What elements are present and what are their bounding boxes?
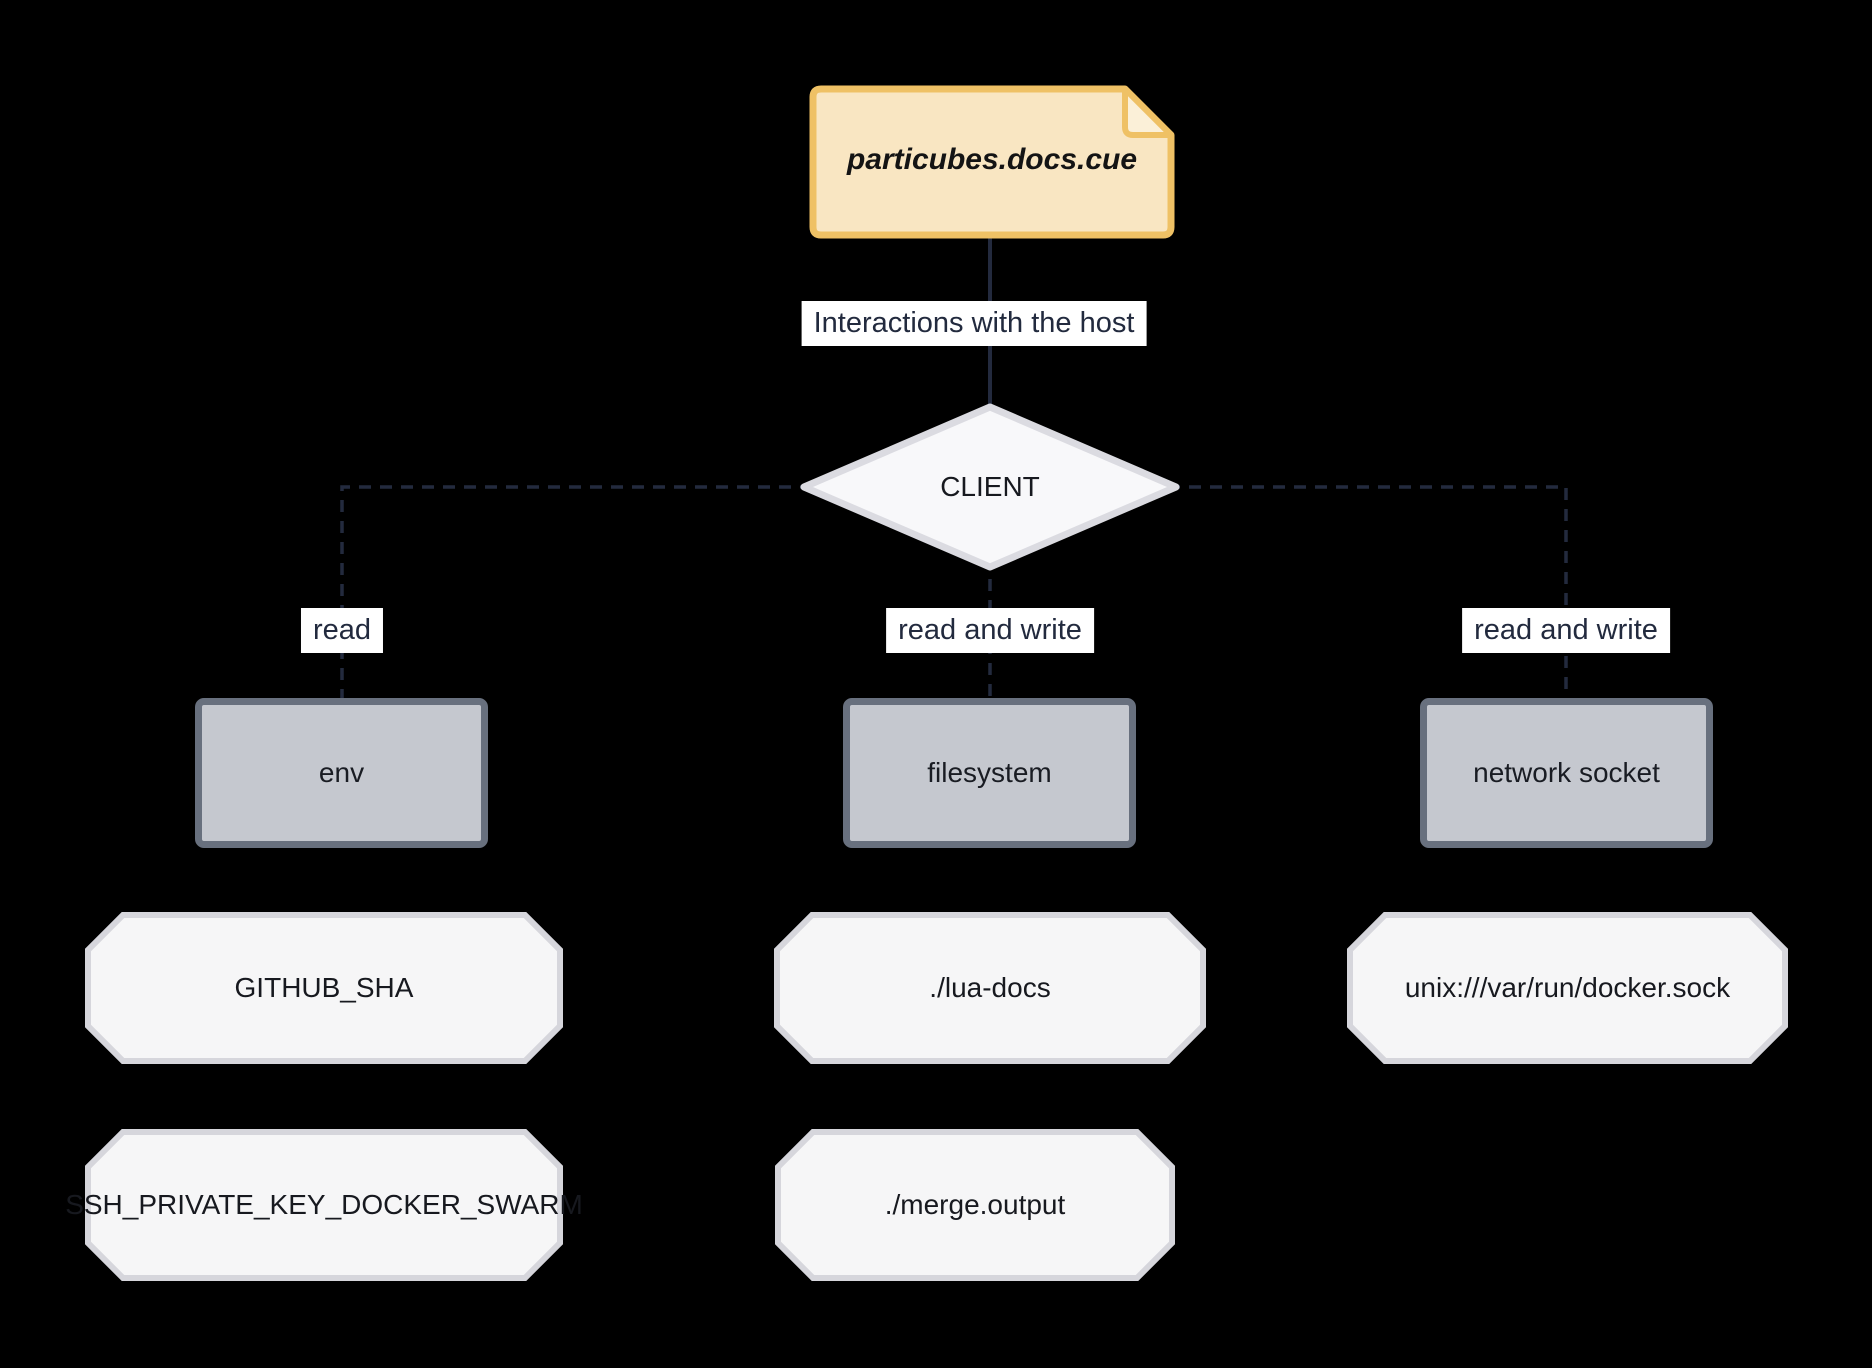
edge-label-host-interactions: Interactions with the host (801, 301, 1147, 347)
page-fold-icon (1122, 86, 1174, 138)
resource-node-env: env (195, 698, 488, 848)
edge-label-read-write-network: read and write (1462, 608, 1670, 654)
octagon (85, 1129, 563, 1281)
value-shape-merge-output (775, 1129, 1175, 1281)
octagon (1347, 912, 1788, 1064)
edge-client-network (1168, 485, 1568, 700)
diamond (800, 403, 1180, 571)
page-body (809, 85, 1175, 239)
source-file-shape (809, 85, 1175, 239)
edge-client-env (340, 485, 812, 700)
client-diamond-shape (800, 403, 1180, 571)
value-shape-lua-docs (774, 912, 1206, 1064)
resource-node-filesystem: filesystem (843, 698, 1136, 848)
resource-env-label: env (318, 757, 365, 788)
resource-filesystem-label: filesystem (927, 757, 1052, 788)
value-shape-github-sha (85, 912, 563, 1064)
resource-node-network-socket: network socket (1420, 698, 1713, 848)
octagon (775, 1129, 1175, 1281)
value-shape-ssh-key (85, 1129, 563, 1281)
octagon (85, 912, 563, 1064)
octagon (774, 912, 1206, 1064)
resource-network-label: network socket (1473, 757, 1660, 788)
edge-label-read-write-filesystem: read and write (886, 608, 1094, 654)
value-shape-docker-sock (1347, 912, 1788, 1064)
edge-label-read: read (300, 608, 384, 654)
